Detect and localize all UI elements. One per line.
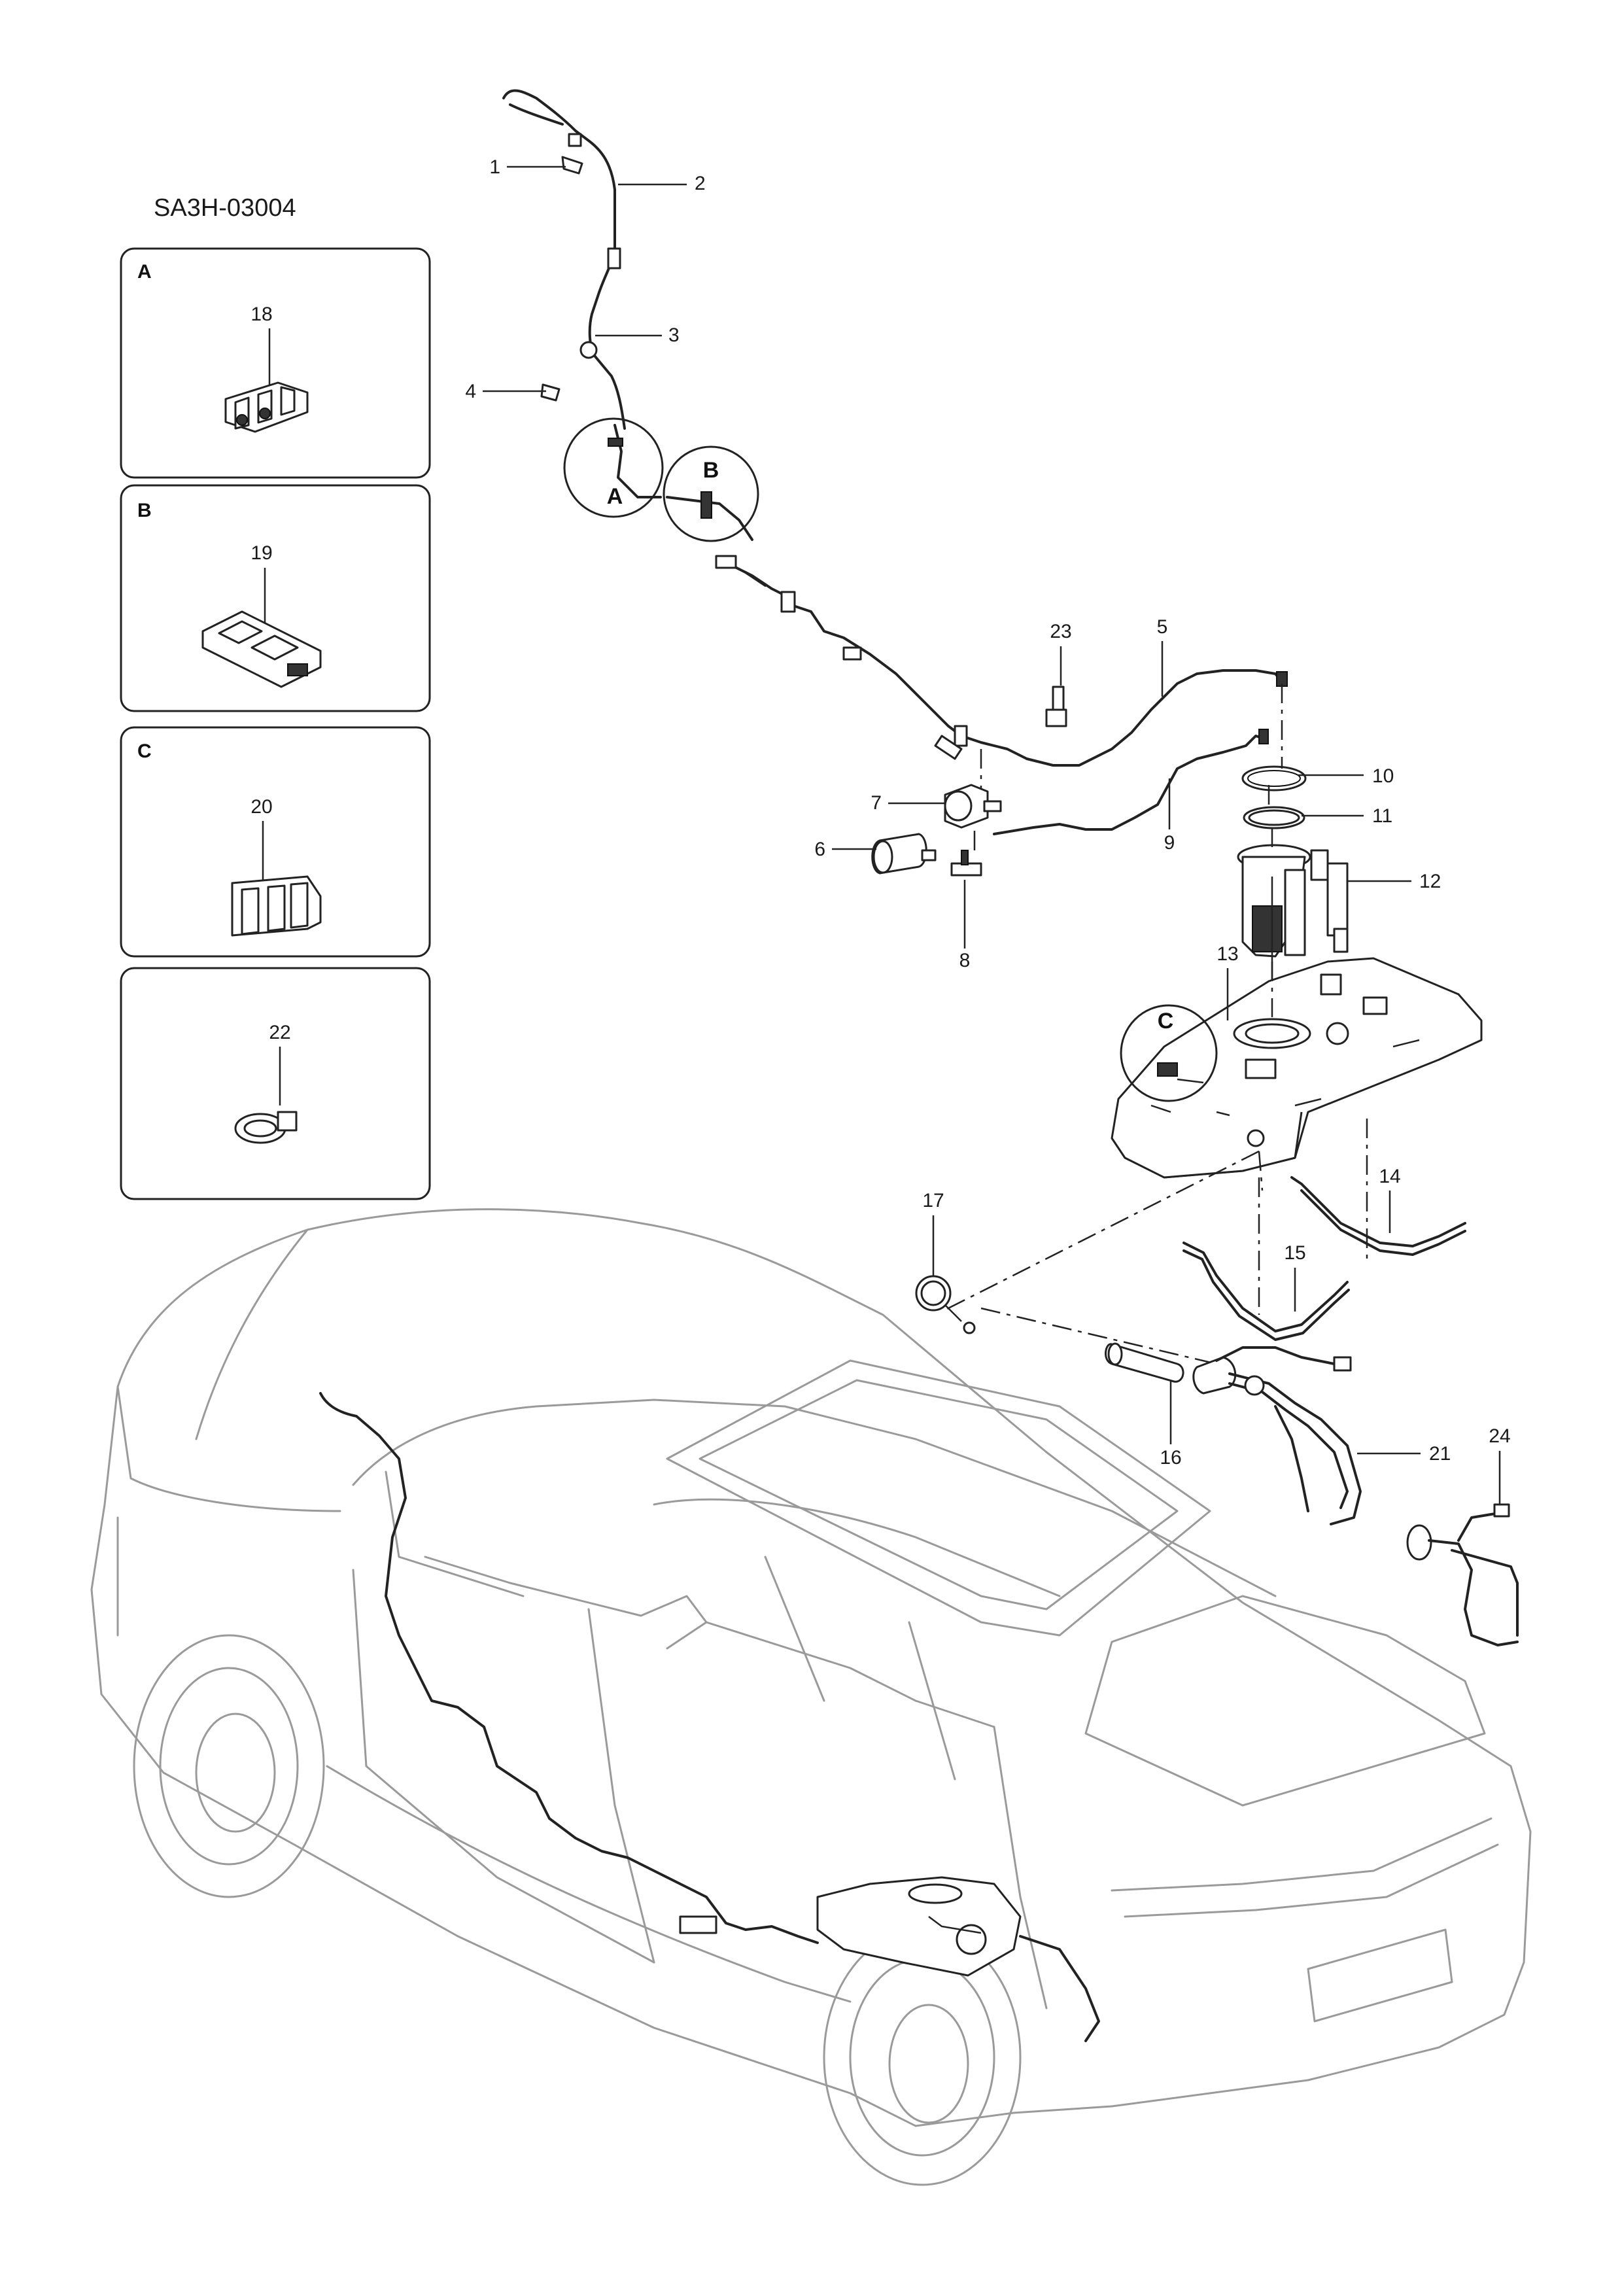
routing-line-11 (980, 1307, 1217, 1365)
detail-panel-b-letter: B (137, 500, 152, 521)
callout-5-group: 5 (1157, 616, 1168, 697)
callout-13: 13 (1216, 943, 1238, 965)
callout-3: 3 (668, 324, 680, 346)
callout-10-group: 10 (1298, 765, 1394, 787)
fuel-filter-part-7 (944, 784, 1002, 829)
callout-6: 6 (814, 839, 825, 860)
callout-4-group: 4 (465, 381, 546, 402)
callout-17-group: 17 (922, 1190, 944, 1276)
callout-10: 10 (1372, 765, 1394, 787)
callout-11: 11 (1372, 805, 1392, 827)
detail-circle-b-letter: B (703, 458, 719, 483)
fuel-filter-part-6 (871, 833, 937, 875)
callout-16: 16 (1160, 1447, 1181, 1469)
vehicle-fuel-lines (319, 1392, 1100, 2042)
callout-7: 7 (871, 792, 882, 814)
callout-18: 18 (250, 304, 272, 325)
callout-14-group: 14 (1379, 1166, 1401, 1233)
callout-24-group: 24 (1489, 1425, 1511, 1505)
callout-2: 2 (695, 173, 706, 194)
callout-14: 14 (1379, 1166, 1400, 1187)
callout-6-group: 6 (814, 839, 876, 860)
callout-7-group: 7 (871, 792, 945, 814)
callout-21-group: 21 (1357, 1443, 1451, 1465)
detail-panel-c-letter: C (137, 740, 152, 762)
detail-panel-a: A 18 (120, 247, 431, 479)
callout-4: 4 (465, 381, 476, 402)
callout-8: 8 (959, 950, 971, 971)
tank-strap-part-15 (1182, 1242, 1350, 1341)
detail-circle-a-letter: A (607, 484, 623, 509)
detail-circle-c: C (1120, 1004, 1218, 1102)
seal-ring-part-11 (1243, 806, 1305, 829)
fuel-cap-part-17 (915, 1275, 976, 1334)
detail-panel-c: C 20 (120, 726, 431, 958)
routing-line-8 (1258, 1151, 1264, 1191)
detail-panel-d: 22 (120, 967, 431, 1200)
callout-19: 19 (250, 542, 272, 564)
fuel-pump-module-part-12 (1237, 844, 1349, 994)
detail-panel-b: B 19 (120, 484, 431, 712)
clip-part-23 (1045, 686, 1067, 727)
callout-23: 23 (1050, 621, 1071, 642)
document-code: SA3H-03004 (154, 194, 296, 222)
clip-part-19 (201, 610, 322, 688)
callout-1-group: 1 (489, 156, 566, 178)
callout-12: 12 (1419, 871, 1441, 892)
callout-20: 20 (250, 796, 272, 818)
vehicle-outline (90, 1208, 1532, 2186)
callout-5: 5 (1157, 616, 1168, 638)
callout-9: 9 (1164, 832, 1175, 854)
detail-circle-a: A (563, 417, 664, 518)
fuel-line-upper (502, 89, 626, 430)
seal-ring-part-10 (1241, 765, 1307, 791)
callout-9-group: 9 (1164, 778, 1175, 854)
detail-circle-b: B (663, 445, 759, 542)
tank-strap-part-14 (1290, 1176, 1466, 1256)
fuel-line-lower (715, 555, 1288, 835)
callout-22: 22 (269, 1022, 290, 1043)
clip-part-20 (231, 875, 322, 937)
callout-12-group: 12 (1347, 871, 1441, 892)
detail-circle-c-letter: C (1158, 1009, 1174, 1034)
callout-16-group: 16 (1160, 1380, 1182, 1469)
callout-1: 1 (489, 156, 500, 178)
callout-17: 17 (922, 1190, 944, 1211)
callout-2-group: 2 (618, 173, 706, 194)
callout-23-group: 23 (1050, 621, 1072, 686)
bracket-part-8 (950, 850, 982, 877)
canister-part-16 (1105, 1342, 1184, 1383)
filler-neck-part-21 (1192, 1346, 1362, 1525)
callout-8-group: 8 (959, 880, 971, 971)
callout-15-group: 15 (1284, 1242, 1306, 1312)
callout-24: 24 (1489, 1425, 1510, 1447)
callout-15: 15 (1284, 1242, 1305, 1264)
callout-13-group: 13 (1216, 943, 1239, 1020)
callout-21: 21 (1429, 1443, 1451, 1465)
clip-part-22 (234, 1111, 298, 1144)
clip-part-18 (224, 381, 309, 433)
callout-11-group: 11 (1302, 805, 1392, 827)
fuel-tank-part-13 (1111, 957, 1483, 1179)
detail-panel-a-letter: A (137, 261, 152, 283)
callout-3-group: 3 (595, 324, 680, 346)
routing-line-7 (941, 1150, 1260, 1313)
vent-hose-part-24 (1406, 1503, 1519, 1646)
